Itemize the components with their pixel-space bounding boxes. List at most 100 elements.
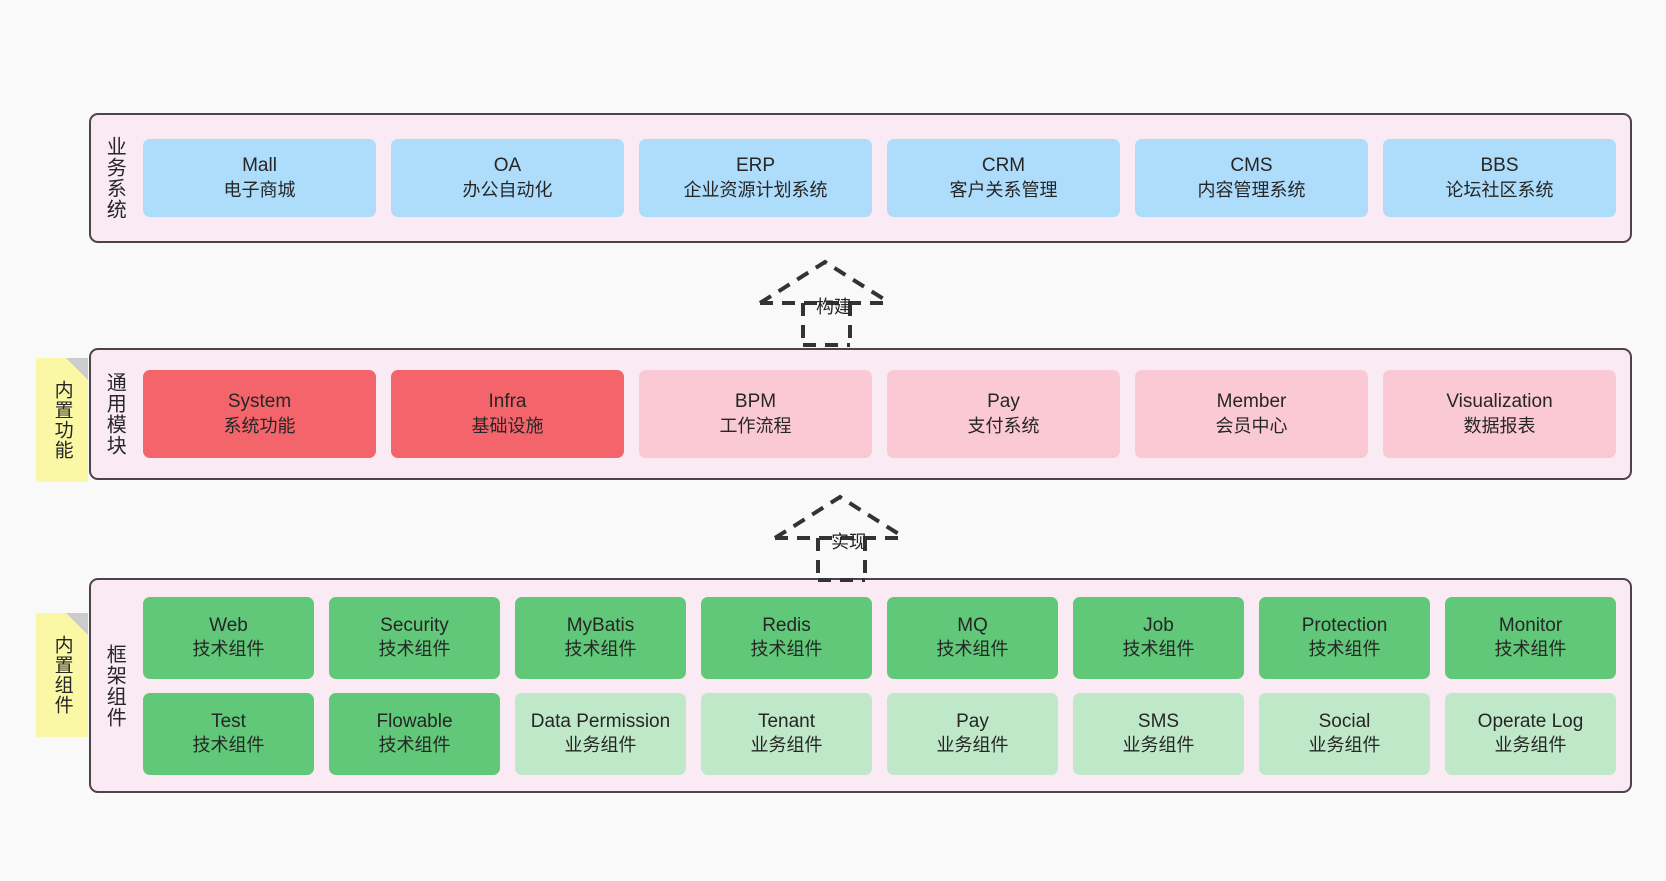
card-erp[interactable]: ERP 企业资源计划系统 — [639, 139, 872, 217]
card-bpm[interactable]: BPM 工作流程 — [639, 370, 872, 458]
card-subtitle: 工作流程 — [719, 415, 792, 436]
card-subtitle: 会员中心 — [1215, 415, 1288, 436]
card-subtitle: 技术组件 — [1494, 639, 1567, 660]
card-title: Test — [211, 710, 246, 732]
card-title: CMS — [1230, 155, 1273, 177]
card-title: Data Permission — [530, 710, 671, 732]
card-title: MQ — [957, 614, 988, 636]
uml-generalization-arrow-implement — [770, 490, 920, 585]
layer-title-framework: 框架组件 — [103, 643, 126, 728]
note-label: 内置功能 — [51, 380, 73, 460]
card-subtitle: 数据报表 — [1463, 415, 1536, 436]
layer-panel-modules[interactable]: 通用模块 System 系统功能 Infra 基础设施 BPM 工作流程 Pay… — [89, 348, 1632, 480]
card-subtitle: 技术组件 — [378, 735, 451, 756]
card-subtitle: 客户关系管理 — [949, 179, 1058, 200]
card-title: Web — [209, 614, 248, 636]
card-bbs[interactable]: BBS 论坛社区系统 — [1383, 139, 1616, 217]
card-title: Visualization — [1446, 391, 1553, 413]
uml-generalization-arrow-build — [755, 255, 905, 350]
card-oa[interactable]: OA 办公自动化 — [391, 139, 624, 217]
card-title: Social — [1318, 710, 1371, 732]
card-subtitle: 技术组件 — [564, 639, 637, 660]
note-builtin-component[interactable]: 内置组件 — [36, 613, 88, 737]
card-title: Mall — [242, 155, 277, 177]
card-title: Flowable — [376, 710, 453, 732]
card-subtitle: 系统功能 — [223, 415, 296, 436]
card-test[interactable]: Test 技术组件 — [143, 692, 314, 775]
card-subtitle: 内容管理系统 — [1197, 179, 1306, 200]
card-subtitle: 技术组件 — [750, 639, 823, 660]
card-title: MyBatis — [566, 614, 635, 636]
card-monitor[interactable]: Monitor 技术组件 — [1445, 596, 1616, 679]
card-pay-component[interactable]: Pay 业务组件 — [887, 692, 1058, 775]
card-title: Infra — [488, 391, 527, 413]
card-title: Monitor — [1498, 614, 1563, 636]
layer-body-business: Mall 电子商城 OA 办公自动化 ERP 企业资源计划系统 CRM 客户关系… — [137, 115, 1630, 241]
card-subtitle: 办公自动化 — [462, 179, 553, 200]
card-row: Mall 电子商城 OA 办公自动化 ERP 企业资源计划系统 CRM 客户关系… — [143, 139, 1616, 217]
card-title: Protection — [1301, 614, 1388, 636]
card-title: Job — [1143, 614, 1174, 636]
layer-panel-business[interactable]: 业务系统 Mall 电子商城 OA 办公自动化 ERP 企业资源计划系统 CRM… — [89, 113, 1632, 243]
card-subtitle: 电子商城 — [223, 179, 296, 200]
card-row: Web 技术组件 Security 技术组件 MyBatis 技术组件 Redi… — [143, 596, 1616, 679]
note-builtin-function[interactable]: 内置功能 — [36, 358, 88, 482]
layer-body-framework: Web 技术组件 Security 技术组件 MyBatis 技术组件 Redi… — [137, 580, 1630, 791]
layer-title-modules: 通用模块 — [103, 372, 126, 456]
card-sms[interactable]: SMS 业务组件 — [1073, 692, 1244, 775]
card-mall[interactable]: Mall 电子商城 — [143, 139, 376, 217]
card-title: OA — [493, 155, 522, 177]
card-social[interactable]: Social 业务组件 — [1259, 692, 1430, 775]
connector-label-implement: 实现 — [831, 532, 867, 552]
card-data-permission[interactable]: Data Permission 业务组件 — [515, 692, 686, 775]
card-redis[interactable]: Redis 技术组件 — [701, 596, 872, 679]
card-pay[interactable]: Pay 支付系统 — [887, 370, 1120, 458]
layer-body-modules: System 系统功能 Infra 基础设施 BPM 工作流程 Pay 支付系统… — [137, 350, 1630, 478]
connector-label-build: 构建 — [816, 297, 852, 317]
card-title: BPM — [734, 391, 777, 413]
card-title: Redis — [762, 614, 811, 636]
card-subtitle: 技术组件 — [192, 639, 265, 660]
card-subtitle: 技术组件 — [936, 639, 1009, 660]
card-flowable[interactable]: Flowable 技术组件 — [329, 692, 500, 775]
card-operate-log[interactable]: Operate Log 业务组件 — [1445, 692, 1616, 775]
card-web[interactable]: Web 技术组件 — [143, 596, 314, 679]
card-row: Test 技术组件 Flowable 技术组件 Data Permission … — [143, 692, 1616, 775]
card-title: Tenant — [757, 710, 816, 732]
card-title: BBS — [1480, 155, 1519, 177]
card-title: Member — [1216, 391, 1287, 413]
card-mq[interactable]: MQ 技术组件 — [887, 596, 1058, 679]
note-label: 内置组件 — [51, 635, 73, 715]
card-subtitle: 技术组件 — [1308, 639, 1381, 660]
card-subtitle: 技术组件 — [378, 639, 451, 660]
card-job[interactable]: Job 技术组件 — [1073, 596, 1244, 679]
card-crm[interactable]: CRM 客户关系管理 — [887, 139, 1120, 217]
card-subtitle: 支付系统 — [967, 415, 1040, 436]
card-infra[interactable]: Infra 基础设施 — [391, 370, 624, 458]
card-subtitle: 业务组件 — [1122, 735, 1195, 756]
card-title: Operate Log — [1477, 710, 1584, 732]
card-mybatis[interactable]: MyBatis 技术组件 — [515, 596, 686, 679]
card-visualization[interactable]: Visualization 数据报表 — [1383, 370, 1616, 458]
card-subtitle: 企业资源计划系统 — [683, 179, 828, 200]
card-row: System 系统功能 Infra 基础设施 BPM 工作流程 Pay 支付系统… — [143, 370, 1616, 458]
card-cms[interactable]: CMS 内容管理系统 — [1135, 139, 1368, 217]
card-subtitle: 业务组件 — [564, 735, 637, 756]
card-subtitle: 业务组件 — [936, 735, 1009, 756]
card-subtitle: 技术组件 — [1122, 639, 1195, 660]
card-title: ERP — [735, 155, 776, 177]
card-protection[interactable]: Protection 技术组件 — [1259, 596, 1430, 679]
card-title: CRM — [981, 155, 1026, 177]
card-subtitle: 基础设施 — [471, 415, 544, 436]
card-subtitle: 技术组件 — [192, 735, 265, 756]
card-subtitle: 论坛社区系统 — [1445, 179, 1554, 200]
card-tenant[interactable]: Tenant 业务组件 — [701, 692, 872, 775]
card-system[interactable]: System 系统功能 — [143, 370, 376, 458]
card-title: Security — [380, 614, 449, 636]
layer-panel-framework[interactable]: 框架组件 Web 技术组件 Security 技术组件 MyBatis 技术组件… — [89, 578, 1632, 793]
card-member[interactable]: Member 会员中心 — [1135, 370, 1368, 458]
card-security[interactable]: Security 技术组件 — [329, 596, 500, 679]
card-title: Pay — [987, 391, 1020, 413]
card-title: System — [227, 391, 292, 413]
